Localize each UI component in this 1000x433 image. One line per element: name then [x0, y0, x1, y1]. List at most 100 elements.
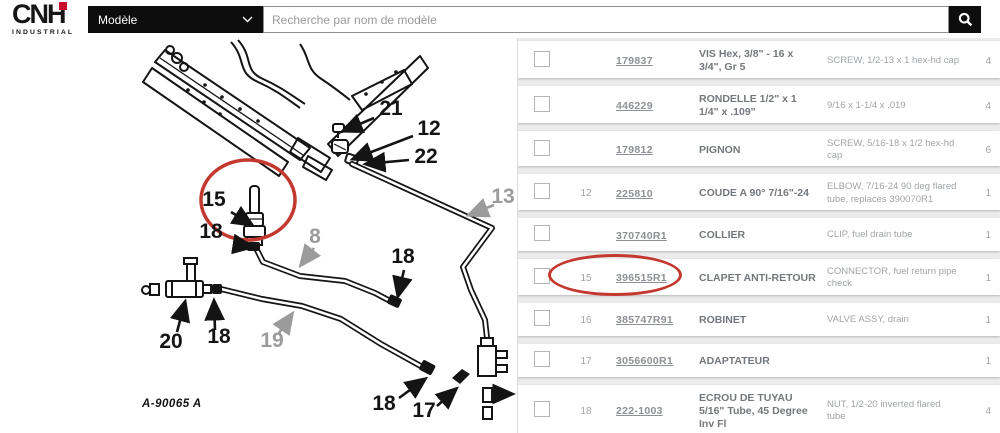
callout-arrow	[349, 134, 414, 162]
drain-valve-20	[141, 257, 212, 298]
row-checkbox[interactable]	[534, 95, 550, 112]
callout-label: 13	[491, 185, 514, 208]
fuel-tubes	[218, 161, 495, 372]
check-valve-15	[243, 185, 266, 246]
part-description: 9/16 x 1-1/4 x .019	[827, 99, 906, 111]
callout-label: 22	[414, 145, 437, 168]
row-checkbox[interactable]	[534, 50, 550, 67]
row-checkbox[interactable]	[534, 183, 550, 200]
part-number-link[interactable]: 225810	[616, 187, 653, 200]
cnh-logo[interactable]: CNH INDUSTRIAL	[12, 0, 88, 37]
ref-number: 17	[580, 355, 592, 367]
callout-arrow	[339, 113, 375, 134]
callout-arrow	[434, 386, 459, 410]
part-number-link[interactable]: 3056600R1	[616, 355, 673, 368]
logo-red-square	[58, 2, 67, 10]
row-checkbox[interactable]	[534, 225, 550, 242]
part-name: CLAPET ANTI-RETOUR	[699, 271, 816, 284]
part-quantity: 4	[985, 100, 991, 112]
callout-label: 15	[202, 188, 226, 211]
search-input[interactable]	[263, 6, 949, 33]
part-number-link[interactable]: 370740R1	[616, 229, 667, 242]
checkbox-cell	[534, 139, 568, 161]
part-name: COUDE A 90° 7/16"-24	[699, 187, 809, 200]
row-checkbox[interactable]	[534, 400, 550, 417]
part-description: SCREW, 1/2-13 x 1 hex-hd cap	[827, 54, 960, 66]
part-quantity: 1	[985, 355, 991, 367]
checkbox-cell	[534, 267, 568, 289]
part-description: ELBOW, 7/16-24 90 deg flared tube, repla…	[827, 181, 957, 205]
chevron-down-icon	[242, 16, 253, 23]
callout-arrow	[298, 243, 322, 269]
part-description: NUT, 1/2-20 inverted flared tube	[827, 398, 941, 423]
row-checkbox[interactable]	[534, 267, 550, 284]
model-dropdown[interactable]: Modèle	[88, 6, 263, 33]
checkbox-cell	[534, 309, 568, 331]
row-checkbox[interactable]	[534, 139, 550, 156]
callout-label: 20	[159, 330, 182, 353]
table-row: 15 396515R1 CLAPET ANTI-RETOUR CONNECTOR, f…	[518, 254, 1000, 297]
row-checkbox[interactable]	[534, 309, 550, 326]
part-number-link[interactable]: 222-1003	[616, 405, 663, 418]
ref-number: 12	[580, 188, 592, 200]
part-name: COLLIER	[699, 228, 746, 241]
part-name: ADAPTATEUR	[699, 354, 770, 367]
callout-arrow	[229, 205, 256, 228]
callout-arrow	[398, 376, 429, 400]
checkbox-cell	[534, 400, 568, 422]
callout-label: 21	[379, 97, 403, 120]
search-icon	[958, 12, 972, 27]
search-button[interactable]	[949, 6, 981, 33]
callout-label: 18	[207, 325, 231, 348]
part-description: SCREW, 5/16-18 x 1/2 hex-hd cap	[827, 137, 955, 162]
fuel-tube-13	[349, 161, 495, 341]
part-quantity: 4	[985, 405, 991, 417]
table-row: 17 3056600R1 ADAPTATEUR 1	[518, 343, 1000, 377]
logo-subtitle: INDUSTRIAL	[12, 29, 75, 36]
ref-number: 15	[580, 272, 592, 284]
part-number-link[interactable]: 385747R91	[616, 314, 673, 327]
part-number-link[interactable]: 396515R1	[616, 272, 667, 285]
part-number-link[interactable]: 179837	[616, 55, 653, 68]
callout-label: 18	[199, 220, 223, 243]
callout-label: 17	[412, 399, 435, 422]
part-number-link[interactable]: 446229	[616, 100, 653, 113]
part-quantity: 1	[985, 314, 991, 326]
row-checkbox[interactable]	[534, 350, 550, 367]
tee-fitting	[477, 337, 508, 420]
part-name: ROBINET	[699, 313, 747, 326]
callout-arrow	[231, 233, 256, 255]
figure-code: A-90065 A	[141, 398, 202, 410]
checkbox-cell	[534, 183, 568, 204]
part-quantity: 4	[985, 55, 991, 67]
part-description: VALVE ASSY, drain	[827, 313, 909, 325]
checkbox-cell	[534, 50, 568, 72]
callout-label: 12	[417, 117, 440, 140]
checkbox-cell	[534, 95, 568, 117]
logo-brand: CNH	[12, 0, 67, 29]
fitting-17	[452, 369, 470, 384]
ref-number: 18	[580, 405, 592, 417]
table-row: 12 225810 COUDE A 90° 7/16"-24 ELBOW, 7/16-…	[518, 174, 1000, 211]
part-quantity: 1	[985, 230, 991, 242]
part-number-link[interactable]: 179812	[616, 144, 653, 157]
model-dropdown-label: Modèle	[98, 12, 138, 27]
part-quantity: 1	[985, 188, 991, 200]
callout-label: 19	[260, 329, 283, 352]
header: CNH INDUSTRIAL Modèle	[0, 0, 1000, 38]
callout-label: 18	[391, 245, 415, 268]
part-description: CONNECTOR, fuel return pipe check	[827, 266, 957, 290]
fitting-18-left	[212, 284, 222, 294]
checkbox-cell	[534, 225, 568, 246]
fitting-18-bottom	[419, 360, 436, 375]
